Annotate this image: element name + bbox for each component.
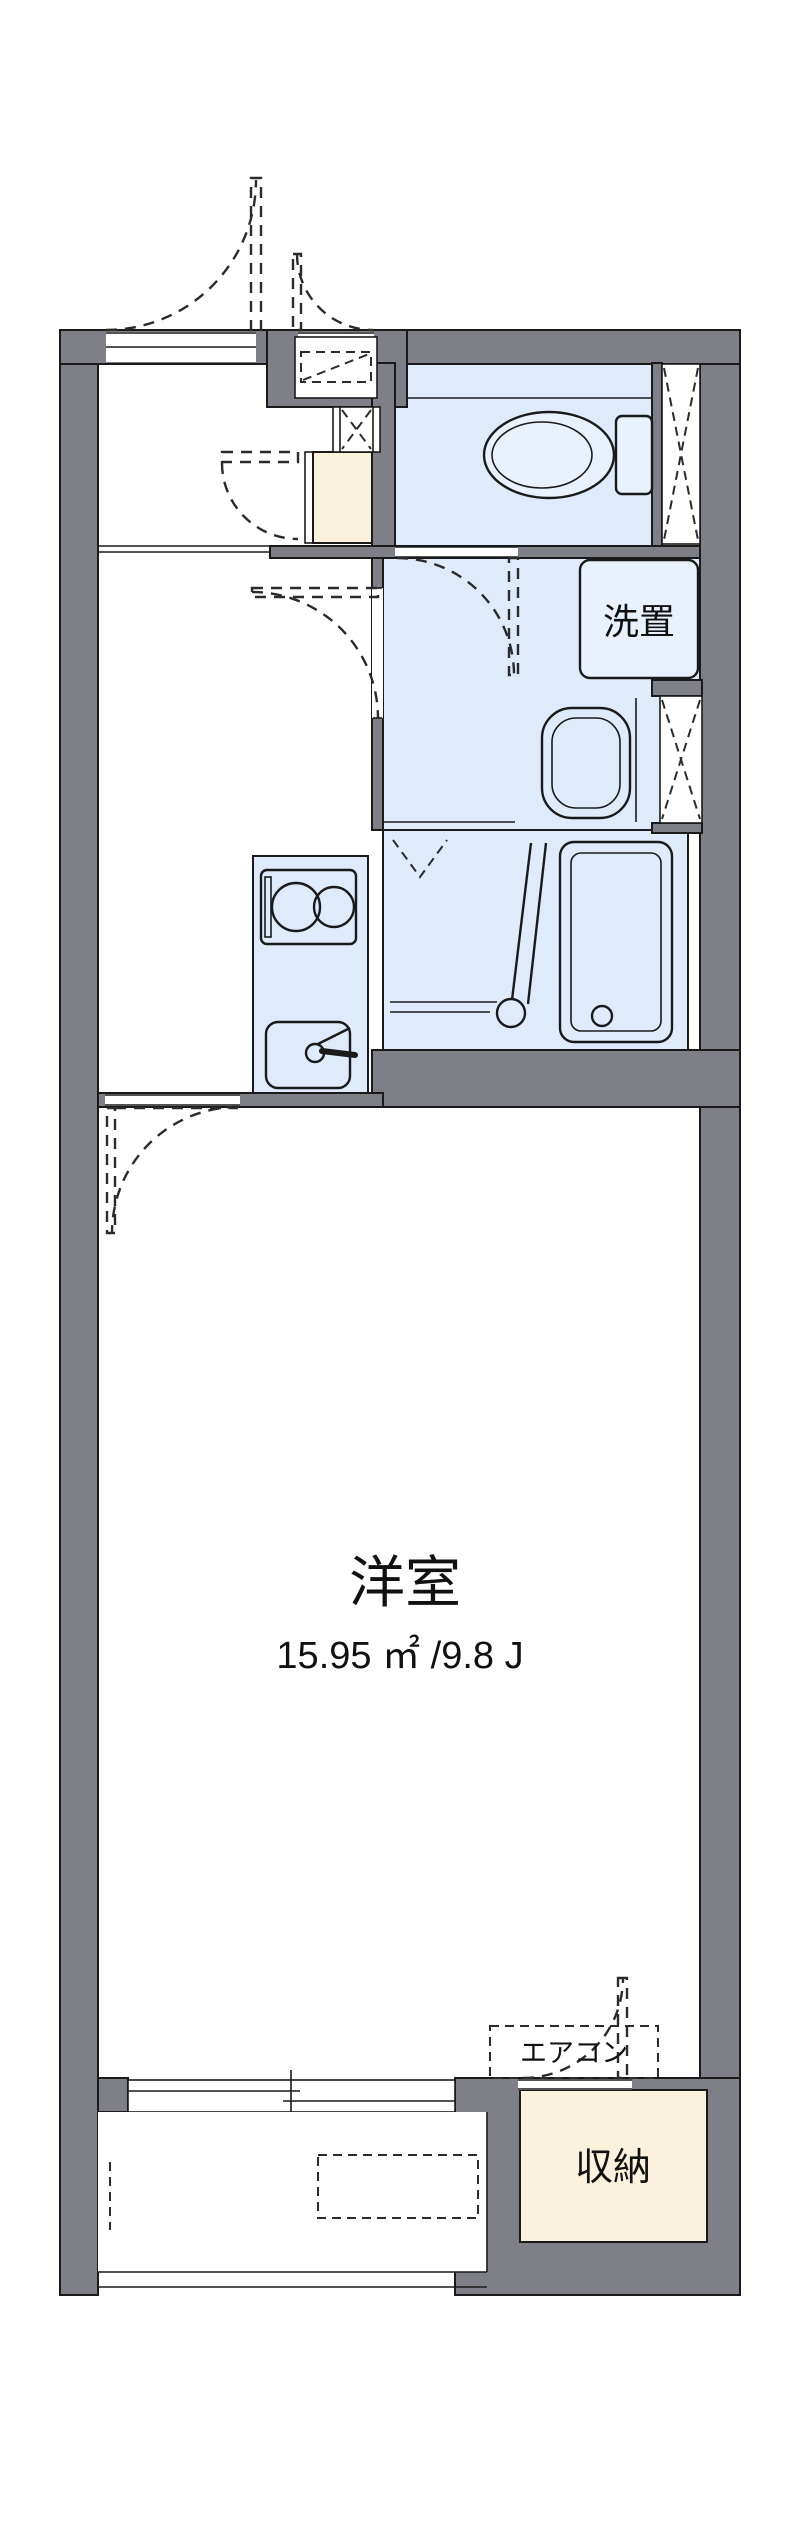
main-room-size-label: 15.95 ㎡ /9.8 J	[276, 1635, 523, 1677]
washer-shaft-top-wall	[651, 679, 703, 697]
bifold-door-dashed	[392, 839, 448, 879]
bottom-section	[98, 2025, 708, 2288]
washer-shaft-bottom-wall	[651, 822, 703, 834]
niche-shelf-dashed	[300, 351, 372, 383]
balcony-equipment-dashed	[317, 2154, 479, 2219]
stove-grill	[264, 876, 272, 938]
washer-space-label: 洗置	[603, 601, 675, 642]
niche-shelf-diagonal	[302, 353, 370, 381]
aircon-label: エアコン	[520, 2038, 628, 2068]
bifold-panel-1	[510, 842, 533, 1001]
wash-basin	[540, 706, 632, 820]
kitchen	[259, 868, 358, 1090]
bifold-panel-2	[526, 842, 548, 1005]
stove-burner-left	[270, 881, 322, 933]
main-room-door-opening	[105, 1094, 240, 1106]
aircon-dashed-box	[489, 2025, 659, 2079]
toilet-bowl	[482, 410, 616, 500]
door-swings	[105, 176, 629, 2080]
main-room-door-arc	[110, 1105, 239, 1234]
wash-basin-inner	[551, 717, 621, 809]
niche-door-arc	[295, 253, 374, 332]
shoe-cabinet	[312, 451, 373, 544]
left-wall	[59, 329, 99, 2296]
washroom	[372, 558, 700, 831]
washroom-door-leaf	[250, 586, 380, 599]
main-room-label: 洋室	[349, 1551, 461, 1614]
window-left-jamb	[97, 2077, 129, 2113]
entrance-area	[98, 332, 378, 553]
washroom-door-arc	[251, 590, 380, 719]
toilet-door-arc	[396, 556, 516, 676]
hall-door-arc	[220, 462, 299, 541]
storage-interior	[519, 2089, 708, 2243]
shaft-upper-right	[661, 363, 701, 545]
pipe-shafts	[332, 363, 703, 824]
stove-burner-right	[312, 885, 356, 929]
niche-door-leaf	[291, 252, 303, 332]
entrance-door-leaf	[249, 176, 263, 332]
storage-door-arc	[522, 1977, 625, 2080]
hall-door-leaf	[220, 450, 300, 464]
washer-space-box	[578, 558, 700, 680]
toilet-bowl-inner	[491, 421, 593, 489]
labels: 洋室 15.95 ㎡ /9.8 J 洗置 エアコン 収納	[276, 601, 675, 2189]
main-room-entry	[105, 1094, 240, 1106]
bifold-pivot	[495, 997, 527, 1029]
bath-drain	[590, 1004, 614, 1028]
toilet-shaft-wall	[651, 362, 663, 547]
faucet-lever	[317, 1026, 351, 1046]
shoe-cabinet-side	[304, 451, 314, 544]
stove-box	[259, 868, 358, 946]
toilet-door-opening	[395, 547, 518, 557]
bathtub	[558, 840, 674, 1044]
toilet-door-leaf	[507, 556, 520, 677]
storage-label: 収納	[575, 2147, 651, 2189]
right-wall	[699, 329, 741, 2296]
bathroom-bottom-wall	[371, 1049, 741, 1108]
washroom-door-opening	[372, 588, 383, 718]
toilet-tank	[614, 414, 654, 496]
faucet-spout	[319, 1048, 358, 1058]
storage-door-opening	[518, 2079, 632, 2090]
bathroom	[390, 839, 674, 1044]
balcony-floor	[98, 2112, 487, 2272]
toilet-room	[395, 397, 654, 558]
entrance-door-arc	[105, 179, 258, 332]
bathtub-inner	[570, 852, 662, 1032]
